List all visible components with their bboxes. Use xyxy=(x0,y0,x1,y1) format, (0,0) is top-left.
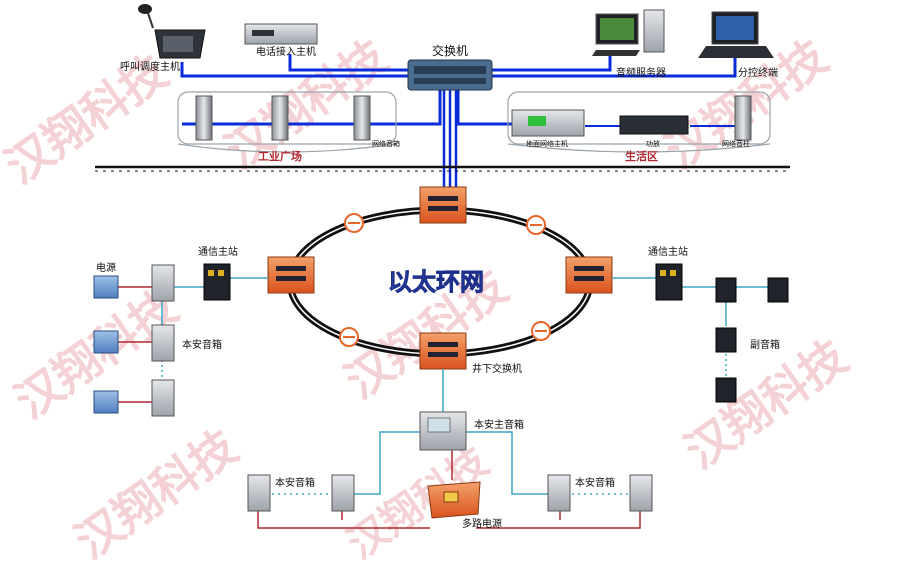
amplifier-label: 功放 xyxy=(646,139,660,148)
terminal-label: 分控终端 xyxy=(738,66,778,79)
ring-label: 以太环网 xyxy=(388,268,484,296)
left-links xyxy=(118,277,268,403)
ring-switch-bottom xyxy=(419,332,467,370)
core-switch: 交换机 xyxy=(407,43,493,91)
comm-station-left: 通信主站 xyxy=(198,245,238,301)
watermark-text: 汉翔科技 xyxy=(65,419,247,561)
sub-speaker xyxy=(715,327,737,353)
power-box xyxy=(93,275,119,299)
safe-speaker xyxy=(247,474,271,512)
speaker-column xyxy=(734,95,752,141)
bottom-links xyxy=(257,369,641,529)
multi-power-box xyxy=(427,481,481,519)
link-switch-life xyxy=(456,90,515,126)
link-phone-switch xyxy=(288,54,410,72)
life-label: 生活区 xyxy=(625,149,658,163)
comm-right-label: 通信主站 xyxy=(648,245,688,258)
dispatcher-label: 呼叫调度主机 xyxy=(120,60,180,73)
safe-main-speaker-label: 本安主音箱 xyxy=(474,418,524,431)
ring-junction xyxy=(531,321,551,341)
power-box xyxy=(93,390,119,414)
life-panel: 地面网络主机 功放 网络音柱 生活区 xyxy=(507,91,771,163)
watermark-logo: 汉翔科技 xyxy=(65,419,247,561)
safe-speaker xyxy=(331,474,355,512)
terminal-laptop: 分控终端 xyxy=(698,11,778,79)
ring-junction xyxy=(339,327,359,347)
safe-speaker xyxy=(151,379,175,417)
right-links xyxy=(612,277,768,378)
speaker-column xyxy=(353,95,371,141)
trunk-line xyxy=(442,90,458,195)
speaker-column xyxy=(195,95,213,141)
ring-switch-top xyxy=(419,186,467,224)
power-box xyxy=(93,330,119,354)
ring-junction xyxy=(526,215,546,235)
audio-server: 音频服务器 xyxy=(592,9,666,79)
sub-speaker-label: 副音箱 xyxy=(750,338,780,351)
ground-line xyxy=(95,165,790,172)
watermark-logo: 汉翔科技 xyxy=(675,329,857,479)
safe-speaker xyxy=(151,264,175,302)
dispatcher-console: 呼叫调度主机 xyxy=(120,4,206,73)
audio-server-label: 音频服务器 xyxy=(616,66,666,79)
safe-speaker xyxy=(629,474,653,512)
speaker-column xyxy=(271,95,289,141)
column-speaker-label: 网络音柱 xyxy=(722,139,750,148)
industrial-label: 工业广场 xyxy=(258,149,302,163)
safe-speaker-bl-label: 本安音箱 xyxy=(275,476,315,489)
switch-label: 交换机 xyxy=(432,43,468,58)
link-switch-server xyxy=(490,52,612,72)
network-host-label: 地面网络主机 xyxy=(526,139,568,148)
comm-left-label: 通信主站 xyxy=(198,245,238,258)
safe-main-speaker xyxy=(419,411,467,451)
link-switch-terminal xyxy=(490,55,737,78)
safe-speaker-br-label: 本安音箱 xyxy=(575,476,615,489)
safe-speaker xyxy=(547,474,571,512)
sub-speaker xyxy=(767,277,789,303)
industrial-panel: 网络音箱 工业广场 xyxy=(177,91,400,163)
safe-speaker xyxy=(151,324,175,362)
underground-switch-label: 井下交换机 xyxy=(472,362,522,375)
comm-station-right: 通信主站 xyxy=(648,245,688,301)
sub-speaker xyxy=(715,277,737,303)
phone-host-device: 电话接入主机 xyxy=(244,23,318,58)
ring-junction xyxy=(344,213,364,233)
link-dispatcher-switch xyxy=(180,62,410,78)
amplifier-device xyxy=(619,115,689,135)
ring-switch-left xyxy=(267,256,315,294)
network-host-device xyxy=(511,109,585,137)
ring-switch-right xyxy=(565,256,613,294)
network-speaker-label: 网络音箱 xyxy=(372,139,400,148)
phone-host-label: 电话接入主机 xyxy=(256,45,316,58)
safe-speaker-left-label: 本安音箱 xyxy=(182,338,222,351)
power-label: 电源 xyxy=(96,261,116,274)
multi-power-label: 多路电源 xyxy=(462,517,502,530)
watermark-text: 汉翔科技 xyxy=(675,329,857,479)
sub-speaker xyxy=(715,377,737,403)
